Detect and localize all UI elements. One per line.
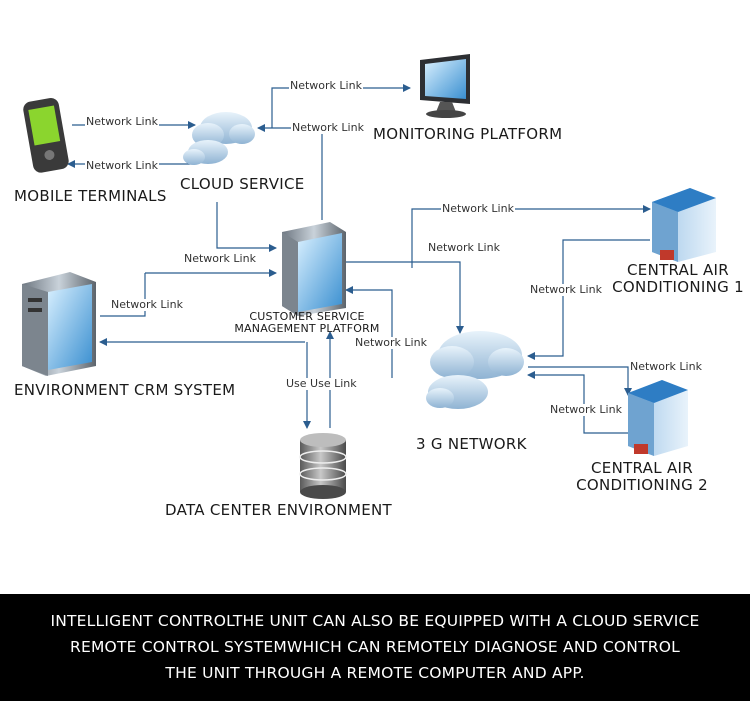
central-air-2-line1: CENTRAL AIR: [591, 459, 693, 477]
database-icon: [299, 433, 347, 499]
link-label: Network Link: [85, 115, 159, 128]
3g-network-label: 3 G NETWORK: [416, 435, 527, 453]
central-air-1-line1: CENTRAL AIR: [627, 261, 729, 279]
central-air-1-label: CENTRAL AIR CONDITIONING 1: [608, 262, 748, 296]
server-icon: [282, 222, 346, 316]
footer-line-3: THE UNIT THROUGH A REMOTE COMPUTER AND A…: [165, 664, 585, 682]
link-label: Network Link: [289, 79, 363, 92]
customer-service-line2: MANAGEMENT PLATFORM: [234, 322, 380, 335]
link-label: Network Link: [354, 336, 428, 349]
footer-line-2: REMOTE CONTROL SYSTEMWHICH CAN REMOTELY …: [70, 638, 680, 656]
link-label: Network Link: [85, 159, 159, 172]
customer-service-line1: CUSTOMER SERVICE: [249, 310, 365, 323]
building-icon: [652, 188, 716, 262]
data-center-label: DATA CENTER ENVIRONMENT: [165, 501, 392, 519]
link-label: Network Link: [549, 403, 623, 416]
environment-crm-label: ENVIRONMENT CRM SYSTEM: [14, 381, 236, 399]
central-air-2-label: CENTRAL AIR CONDITIONING 2: [572, 460, 712, 494]
central-air-1-line2: CONDITIONING 1: [612, 278, 744, 296]
customer-service-label: CUSTOMER SERVICE MANAGEMENT PLATFORM: [222, 311, 392, 335]
link-label: Network Link: [441, 202, 515, 215]
link-label: Network Link: [291, 121, 365, 134]
monitor-icon: [420, 54, 470, 118]
cloud-icon: [426, 331, 524, 409]
link-label: Use Use Link: [285, 377, 358, 390]
link-label: Network Link: [183, 252, 257, 265]
cloud-service-label: CLOUD SERVICE: [180, 175, 305, 193]
mobile-terminals-label: MOBILE TERMINALS: [14, 187, 167, 205]
footer-line-1: INTELLIGENT CONTROLTHE UNIT CAN ALSO BE …: [50, 612, 700, 630]
tower-pc-icon: [22, 272, 96, 376]
cloud-icon: [183, 112, 255, 165]
monitoring-platform-label: MONITORING PLATFORM: [373, 125, 563, 143]
network-diagram: MOBILE TERMINALS CLOUD SERVICE MONITORIN…: [14, 54, 748, 519]
building-icon: [628, 380, 688, 456]
central-air-2-line2: CONDITIONING 2: [576, 476, 708, 494]
mobile-phone-icon: [23, 98, 69, 173]
diagram-canvas: [22, 54, 716, 499]
link-label: Network Link: [110, 298, 184, 311]
link-label: Network Link: [629, 360, 703, 373]
link-label: Network Link: [427, 241, 501, 254]
link-label: Network Link: [529, 283, 603, 296]
footer-banner: INTELLIGENT CONTROLTHE UNIT CAN ALSO BE …: [0, 594, 750, 701]
